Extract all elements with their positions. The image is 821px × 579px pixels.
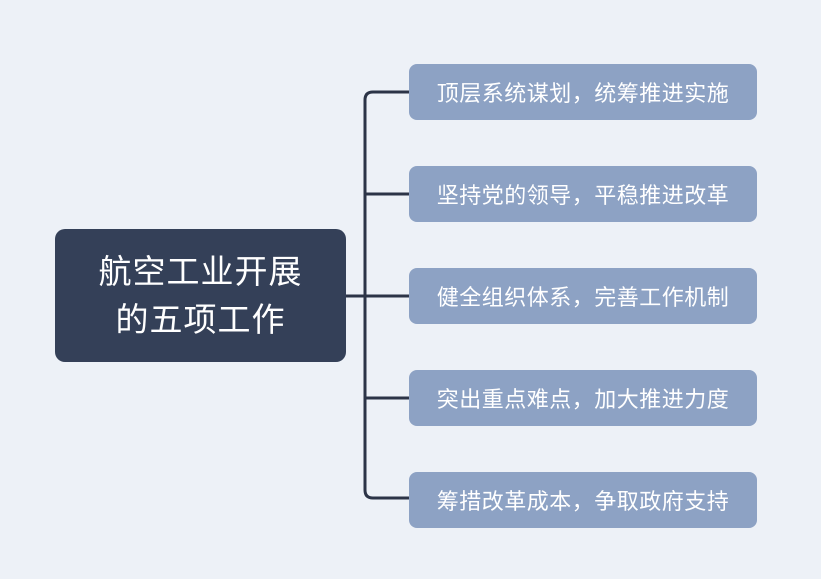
trunk-connector [363, 90, 411, 500]
branch-node-label-3: 健全组织体系，完善工作机制 [436, 286, 730, 311]
branch-node-label-1: 顶层系统谋划，统筹推进实施 [436, 82, 730, 107]
branch-node-label-4: 突出重点难点，加大推进力度 [436, 388, 730, 413]
root-node: 航空工业开展 的五项工作 [55, 229, 346, 362]
branch-node-5: 筹措改革成本，争取政府支持 [409, 472, 757, 528]
branch-node-1: 顶层系统谋划，统筹推进实施 [409, 64, 757, 120]
branch-node-3: 健全组织体系，完善工作机制 [409, 268, 757, 324]
branch-node-2: 坚持党的领导，平稳推进改革 [409, 166, 757, 222]
branch-node-label-2: 坚持党的领导，平稳推进改革 [436, 184, 730, 209]
branch-node-label-5: 筹措改革成本，争取政府支持 [436, 490, 730, 515]
branch-node-4: 突出重点难点，加大推进力度 [409, 370, 757, 426]
root-node-title: 航空工业开展 的五项工作 [98, 251, 303, 339]
